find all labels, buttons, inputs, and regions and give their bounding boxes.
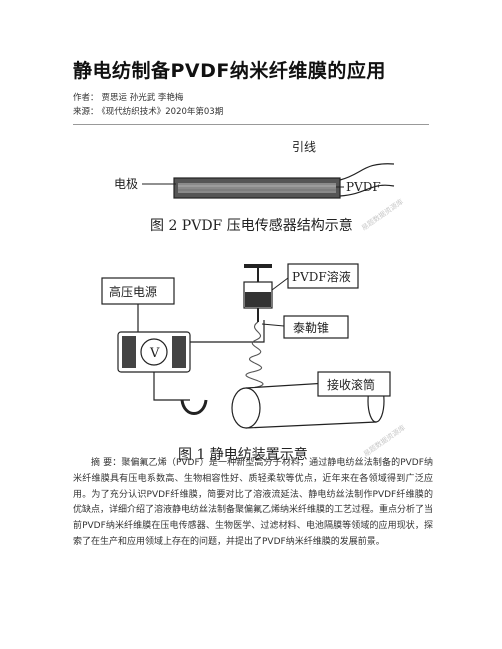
label-power: 高压电源: [109, 284, 157, 299]
label-meter: V: [149, 346, 160, 361]
label-taylor: 泰勒锥: [293, 321, 329, 335]
label-solution: PVDF溶液: [292, 269, 351, 284]
wire-to-collector: [153, 372, 190, 401]
authors-label: 作者：: [73, 93, 99, 103]
abstract-text: 聚偏氟乙烯（PVDF）是一种新型高分子材料，通过静电纺丝法制备的PVDF纳米纤维…: [73, 458, 434, 547]
wire-to-needle: [190, 320, 265, 343]
solution-label-box: [287, 263, 359, 289]
taylor-label-box: [283, 315, 349, 339]
figure-2-diagram: 引线 电极 PVDF: [114, 140, 395, 199]
ground-clip: [180, 399, 208, 415]
label-collector: 接收滚筒: [327, 377, 375, 392]
lead-wire-lower: [339, 184, 395, 197]
source-line: 来源：《现代纺织技术》2020年第03期: [73, 105, 226, 117]
syringe-plunger-cap: [244, 264, 272, 268]
label-pvdf: PVDF: [346, 180, 381, 194]
syringe-solution: [245, 292, 271, 307]
authors-line: 作者：贾思运 孙光武 李艳梅: [73, 91, 186, 103]
label-electrode: 电极: [114, 177, 138, 191]
authors-value: 贾思运 孙光武 李艳梅: [101, 93, 184, 103]
collector-label-box: [317, 371, 391, 397]
power-supply-box: [101, 277, 175, 305]
lead-wire-upper: [339, 163, 395, 181]
source-value: 《现代纺织技术》2020年第03期: [101, 107, 224, 117]
figure-1-diagram: 高压电源 V PVDF溶液 泰勒锥 接收滚筒: [101, 263, 391, 429]
voltmeter-panel-left: [122, 336, 136, 368]
abstract-paragraph: 摘 要：聚偏氟乙烯（PVDF）是一种新型高分子材料，通过静电纺丝法制备的PVDF…: [73, 456, 433, 551]
voltmeter-dial: [140, 338, 168, 366]
header-divider: [73, 124, 429, 125]
label-lead: 引线: [292, 140, 316, 154]
taylor-pointer: [261, 323, 285, 327]
figure-1-caption: 图 1 静电纺装置示意: [178, 447, 308, 463]
solution-pointer: [271, 277, 289, 291]
figure-2-caption: 图 2 PVDF 压电传感器结构示意: [150, 218, 353, 234]
article-title: 静电纺制备PVDF纳米纤维膜的应用: [73, 60, 386, 82]
source-label: 来源：: [73, 107, 99, 117]
voltmeter-panel-right: [172, 336, 186, 368]
abstract-label: 摘 要：: [91, 458, 122, 468]
pvdf-sensor-film: [173, 177, 341, 199]
